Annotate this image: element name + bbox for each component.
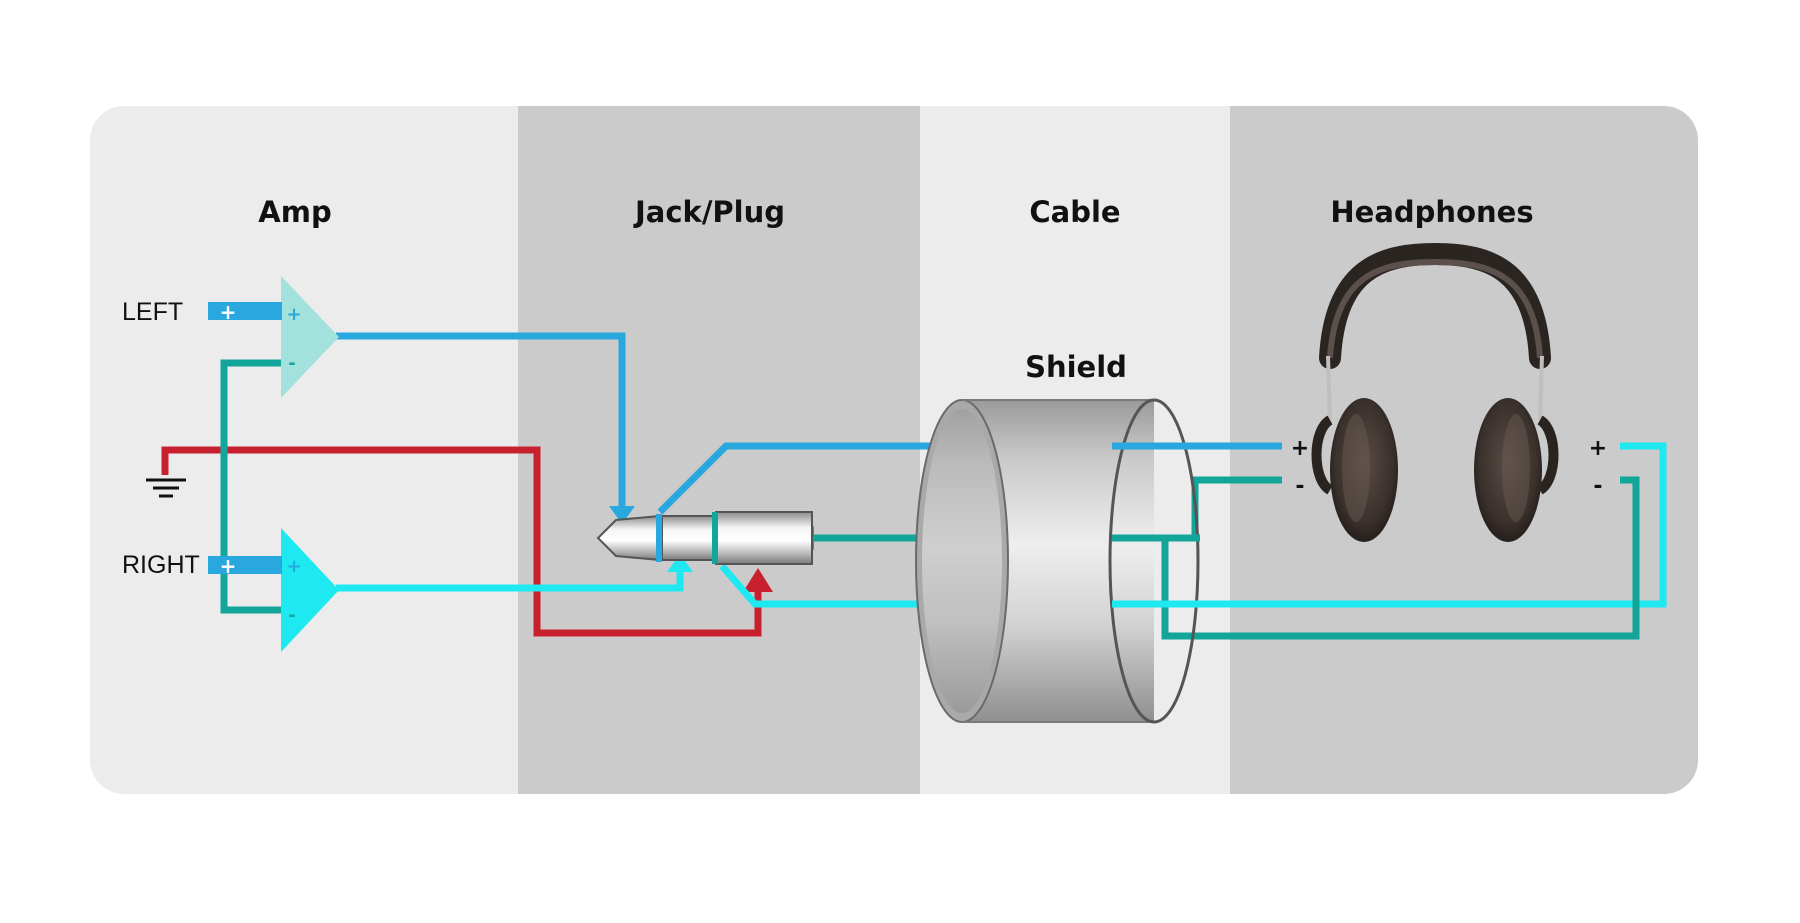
ground-arrow — [743, 568, 773, 592]
amp-right-minus: - — [288, 605, 295, 626]
left-input-plus: + — [220, 300, 237, 324]
shield-label: Shield — [1025, 350, 1127, 384]
amp-right-plus: + — [286, 556, 301, 577]
headphones-panel — [1230, 106, 1698, 794]
hp-right-plus: + — [1589, 436, 1607, 461]
left-arrow-plug-tip — [609, 506, 635, 524]
amp-left-minus: - — [288, 353, 295, 374]
right-arrow-plug-ring — [667, 554, 693, 572]
headphones-icon — [1311, 242, 1559, 542]
ground-symbol-icon — [146, 478, 186, 498]
section-title-headphones: Headphones — [1330, 195, 1533, 229]
left-channel-label: LEFT — [122, 298, 183, 326]
right-input-plus: + — [220, 554, 237, 578]
amp-right-triangle — [281, 528, 339, 652]
section-title-cable: Cable — [1029, 195, 1120, 229]
hp-left-plus: + — [1291, 436, 1309, 461]
right-input-connector — [208, 556, 282, 574]
hp-right-minus: - — [1593, 474, 1602, 499]
amp-feedback-wire — [220, 359, 281, 614]
section-title-jack-plug: Jack/Plug — [633, 195, 785, 229]
ground-wire — [161, 446, 762, 637]
left-signal-wire-amp-to-plug — [336, 332, 626, 508]
trs-plug-icon — [596, 511, 813, 565]
right-channel-label: RIGHT — [122, 551, 200, 579]
amp-left-plus: + — [286, 304, 301, 325]
amp-left-triangle — [281, 276, 339, 398]
hp-left-minus: - — [1295, 474, 1304, 499]
section-title-amp: Amp — [258, 195, 331, 229]
right-signal-wire-amp-to-plug — [336, 570, 684, 592]
shielded-cable-icon — [915, 398, 1200, 724]
right-signal-wire-plug-to-headphones — [719, 442, 1667, 608]
left-input-connector — [208, 302, 282, 320]
